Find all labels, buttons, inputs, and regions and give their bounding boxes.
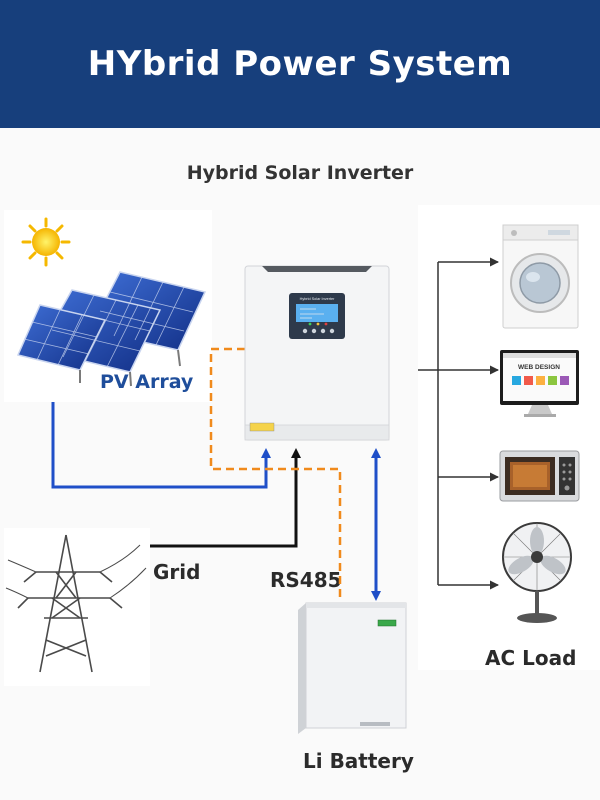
page-title: HYbrid Power System [87,44,513,84]
hybrid-inverter: Hybrid Solar Inverter [244,265,390,441]
sun-icon [21,217,71,267]
ac-load-label: AC Load [485,646,577,670]
pv-array-label: PV Array [100,371,194,393]
power-tower-icon [5,534,147,673]
li-battery-icon [298,602,407,734]
fan-icon [502,522,572,623]
rs485-comm-line [209,347,342,602]
inverter-title: Hybrid Solar Inverter [186,162,414,184]
grid-panel-card [4,528,150,686]
washing-machine-icon [502,224,579,329]
ac-load-bus [418,257,499,590]
inverter-screen-caption: Hybrid Solar Inverter [300,297,336,301]
grid-label: Grid [153,560,201,584]
rs485-label: RS485 [270,568,342,592]
header-bar: HYbrid Power System [0,0,600,128]
microwave-icon [499,450,580,502]
solar-panel-icon [16,271,207,387]
grid-ac-line [150,448,301,548]
li-battery-label: Li Battery [303,749,414,773]
pv-dc-line [51,402,271,489]
monitor-icon: WEB DESIGN [500,350,579,417]
monitor-caption: WEB DESIGN [518,364,560,371]
